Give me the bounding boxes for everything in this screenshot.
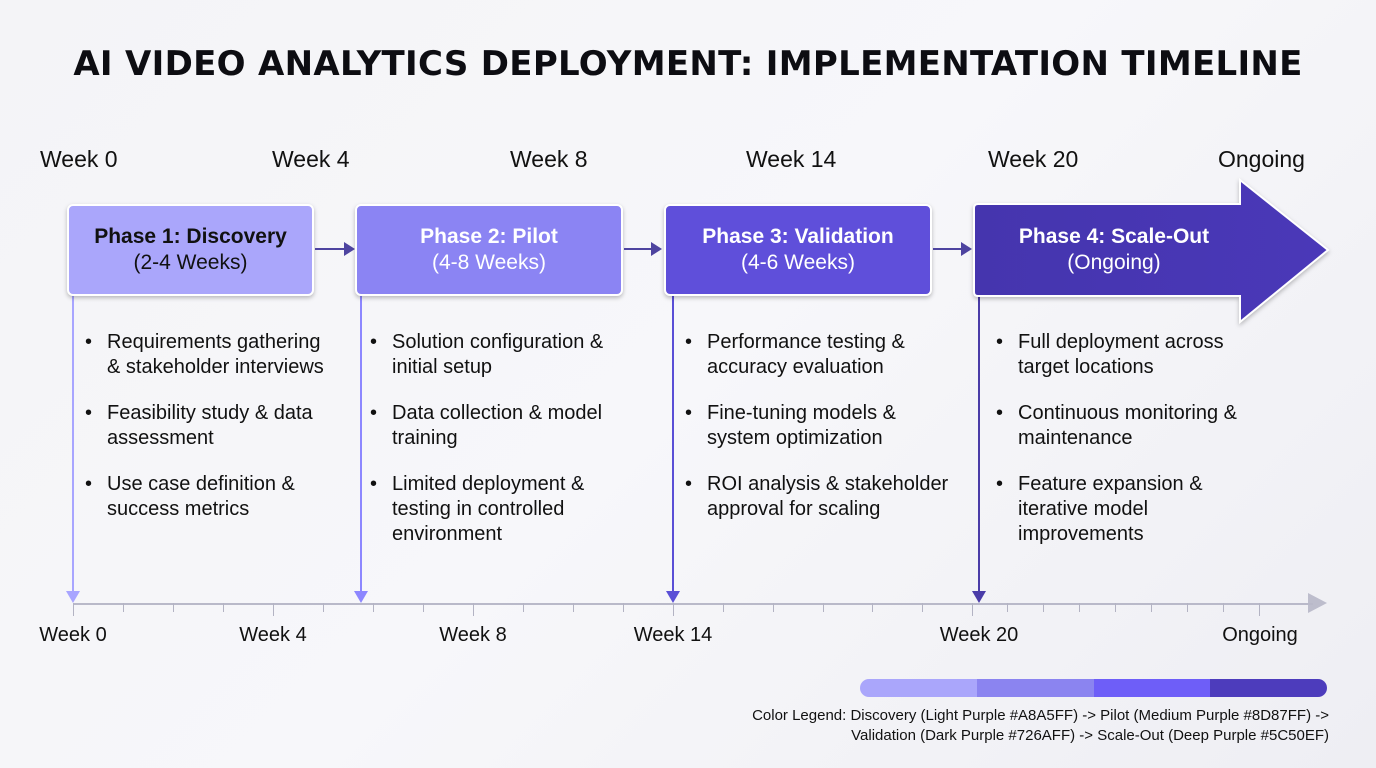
phase-4-box[interactable]: Phase 4: Scale-Out (Ongoing): [974, 204, 1254, 296]
axis-tick: [1187, 603, 1188, 612]
axis-tick: [573, 603, 574, 612]
axis-label-week-0: Week 0: [39, 624, 107, 646]
phase-4-title: Phase 4: Scale-Out: [1018, 225, 1210, 248]
bullet-item: Performance testing & accuracy evaluatio…: [685, 330, 950, 380]
phase-3-bullets: Performance testing & accuracy evaluatio…: [685, 330, 950, 543]
bullet-item: Solution configuration & initial setup: [370, 330, 620, 380]
legend-line-1: Color Legend: Discovery (Light Purple #A…: [752, 707, 1329, 724]
axis-tick: [523, 603, 524, 612]
phase-1-drop-line: [72, 296, 74, 594]
phase-1-duration: (2-4 Weeks): [133, 251, 248, 274]
bullet-item: Requirements gathering & stakeholder int…: [85, 330, 335, 380]
axis-tick: [423, 603, 424, 612]
phase-2-drop-line: [360, 296, 362, 594]
axis-tick: [1259, 603, 1260, 616]
axis-label-week-14: Week 14: [633, 624, 713, 646]
top-label-ongoing: Ongoing: [1218, 146, 1305, 172]
axis-tick: [872, 603, 873, 612]
phase-2-title: Phase 2: Pilot: [420, 225, 558, 248]
timeline-axis: [73, 603, 1313, 605]
axis-tick: [773, 603, 774, 612]
phase-1-box[interactable]: Phase 1: Discovery (2-4 Weeks): [67, 204, 314, 296]
bullet-item: Feature expansion & iterative model impr…: [996, 472, 1246, 547]
phase-1-bullets: Requirements gathering & stakeholder int…: [85, 330, 335, 543]
axis-label-ongoing: Ongoing: [1222, 624, 1298, 646]
color-legend-text: Color Legend: Discovery (Light Purple #A…: [752, 706, 1329, 746]
phase-4-drop-line: [978, 296, 980, 594]
connector-arrow-2-3: [624, 242, 662, 256]
top-label-week-20: Week 20: [988, 146, 1079, 172]
axis-tick: [1043, 603, 1044, 612]
connector-arrow-1-2: [315, 242, 355, 256]
top-label-week-4: Week 4: [272, 146, 350, 172]
legend-swatch-scale-out: [1210, 679, 1327, 697]
axis-tick: [673, 603, 674, 616]
phase-2-bullets: Solution configuration & initial setup D…: [370, 330, 620, 568]
legend-swatch-pilot: [976, 679, 1094, 697]
bullet-item: Fine-tuning models & system optimization: [685, 401, 950, 451]
color-legend-bar: [860, 679, 1327, 697]
bullet-item: Feasibility study & data assessment: [85, 401, 335, 451]
axis-tick: [173, 603, 174, 612]
axis-label-week-8: Week 8: [439, 624, 507, 646]
bullet-item: Data collection & model training: [370, 401, 620, 451]
top-label-week-14: Week 14: [746, 146, 837, 172]
legend-line-2: Validation (Dark Purple #726AFF) -> Scal…: [851, 727, 1329, 744]
phase-4-bullets: Full deployment across target locations …: [996, 330, 1246, 568]
bullet-item: Full deployment across target locations: [996, 330, 1246, 380]
phase-3-duration: (4-6 Weeks): [741, 251, 855, 274]
axis-tick: [1223, 603, 1224, 612]
axis-label-week-20: Week 20: [939, 624, 1019, 646]
axis-tick: [373, 603, 374, 612]
phase-4-arrow-shape: [973, 178, 1330, 325]
phase-2-box[interactable]: Phase 2: Pilot (4-8 Weeks): [355, 204, 623, 296]
connector-arrow-3-4: [933, 242, 972, 256]
page-title: AI VIDEO ANALYTICS DEPLOYMENT: IMPLEMENT…: [73, 44, 1303, 84]
bullet-item: Limited deployment & testing in controll…: [370, 472, 620, 547]
axis-tick: [123, 603, 124, 612]
phase-4-duration: (Ongoing): [1067, 251, 1161, 274]
axis-tick: [73, 603, 74, 616]
axis-tick: [323, 603, 324, 612]
phase-2-duration: (4-8 Weeks): [432, 251, 546, 274]
axis-tick: [1115, 603, 1116, 612]
axis-tick: [273, 603, 274, 616]
axis-tick: [473, 603, 474, 616]
axis-tick: [1079, 603, 1080, 612]
axis-tick: [1007, 603, 1008, 612]
bullet-item: Continuous monitoring & maintenance: [996, 401, 1246, 451]
phase-1-title: Phase 1: Discovery: [94, 225, 287, 248]
axis-tick: [723, 603, 724, 612]
axis-tick: [1151, 603, 1152, 612]
axis-label-week-4: Week 4: [239, 624, 307, 646]
phase-3-box[interactable]: Phase 3: Validation (4-6 Weeks): [664, 204, 932, 296]
axis-tick: [623, 603, 624, 612]
axis-tick: [972, 603, 973, 616]
bullet-item: ROI analysis & stakeholder approval for …: [685, 472, 950, 522]
axis-tick: [223, 603, 224, 612]
axis-tick: [823, 603, 824, 612]
legend-swatch-validation: [1093, 679, 1211, 697]
phase-3-drop-line: [672, 296, 674, 594]
top-label-week-8: Week 8: [510, 146, 588, 172]
top-label-week-0: Week 0: [40, 146, 118, 172]
phase-3-title: Phase 3: Validation: [702, 225, 894, 248]
axis-tick: [922, 603, 923, 612]
legend-swatch-discovery: [860, 679, 977, 697]
bullet-item: Use case definition & success metrics: [85, 472, 335, 522]
